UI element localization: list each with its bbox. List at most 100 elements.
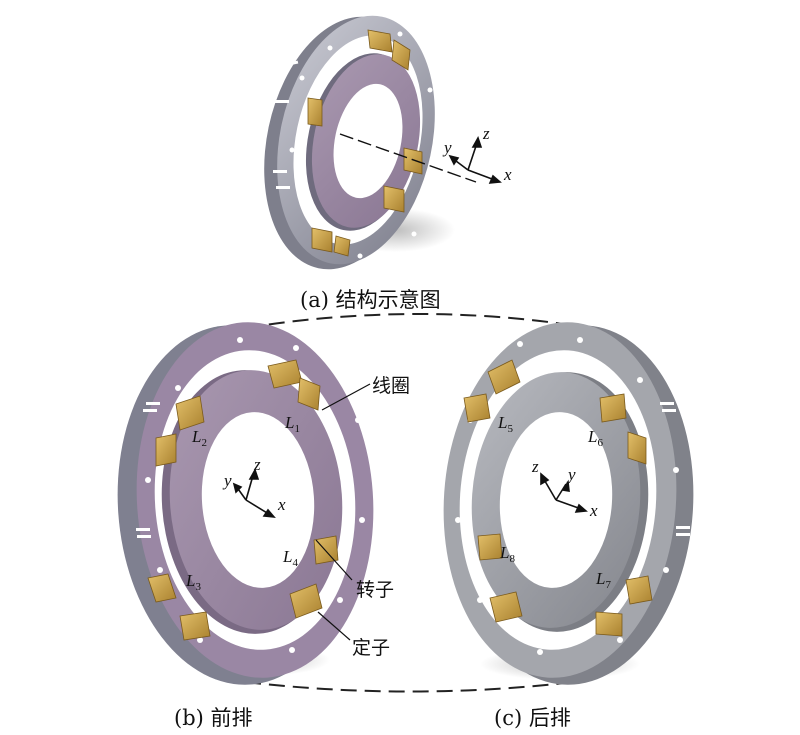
bolt-hole — [455, 517, 461, 523]
front-notch — [136, 528, 150, 531]
coil-label-letter: L — [587, 427, 597, 446]
coil-annotation: 线圈 — [372, 375, 410, 397]
bolt-hole — [197, 637, 203, 643]
rotor-annotation: 转子 — [356, 579, 394, 601]
connector-bottom-dashed — [244, 679, 591, 693]
assembly-coordinate-frame — [448, 136, 502, 184]
assembly-coil — [367, 29, 393, 53]
bolt-hole — [157, 567, 163, 573]
coil-label-L5: L5 — [497, 413, 513, 435]
coil-label-subscript: 8 — [509, 553, 515, 565]
coil-label-letter: L — [595, 569, 605, 588]
front-coordinate-frame — [232, 468, 276, 518]
assembly-coil — [311, 227, 333, 253]
back-notch — [676, 526, 690, 529]
bolt-hole — [237, 337, 243, 343]
coil-label-L2: L2 — [191, 427, 207, 449]
bolt-hole — [517, 341, 523, 347]
bolt-hole — [293, 345, 299, 351]
coil-label-L6: L6 — [587, 427, 603, 449]
bolt-hole — [577, 337, 583, 343]
back-notch — [662, 409, 676, 412]
back-notch — [660, 402, 674, 405]
coil-leader — [321, 383, 371, 411]
bolt-hole — [355, 417, 361, 423]
bolt-hole — [663, 567, 669, 573]
coil-label-subscript: 3 — [195, 581, 201, 593]
front-coil — [155, 433, 177, 467]
assembly-coil — [403, 147, 423, 175]
coil-label-L3: L3 — [185, 571, 201, 593]
assembly-coil — [333, 235, 351, 257]
front-x-label: x — [277, 495, 286, 514]
y-arrowhead — [232, 482, 243, 494]
front-z-label: z — [253, 455, 261, 474]
assembly-coil — [307, 97, 323, 127]
front-coil — [147, 573, 177, 603]
front-notch — [146, 402, 160, 405]
coil-label-subscript: 2 — [201, 437, 207, 449]
assembly-notch — [276, 186, 290, 189]
coil-label-letter: L — [185, 571, 195, 590]
caption-b: (b) 前排 — [174, 706, 253, 730]
coil-label-letter: L — [497, 413, 507, 432]
bolt-hole — [145, 477, 151, 483]
back-coil — [487, 359, 521, 395]
coil-label-letter: L — [284, 413, 294, 432]
stator-annotation: 定子 — [352, 637, 390, 659]
bolt-hole — [327, 45, 333, 51]
bolt-hole — [359, 517, 365, 523]
assembly-coil — [391, 39, 411, 71]
bolt-hole — [617, 637, 623, 643]
caption-a: (a) 结构示意图 — [300, 288, 441, 312]
connector-top-dashed — [244, 313, 591, 329]
back-coils — [463, 359, 653, 637]
assembly-notch — [273, 170, 287, 173]
coil-label-L8: L8 — [499, 543, 515, 565]
bolt-hole — [397, 31, 403, 37]
front-notch — [137, 535, 151, 538]
back-coil — [599, 393, 627, 423]
front-coil — [179, 611, 211, 641]
back-notch — [676, 533, 690, 536]
caption-c: (c) 后排 — [494, 706, 571, 730]
structure-assembly: x z y — [264, 15, 512, 270]
z-arrowhead — [540, 472, 550, 486]
bolt-hole — [537, 649, 543, 655]
assembly-x-label: x — [503, 165, 512, 184]
coil-label-subscript: 7 — [605, 579, 611, 591]
assembly-coil — [383, 185, 405, 213]
back-z-label: z — [531, 457, 539, 476]
back-coil — [477, 533, 503, 561]
front-coils — [147, 359, 339, 641]
back-row-assembly: x z y L5 L6 L7 L8 — [443, 322, 694, 685]
y-arrowhead — [561, 479, 570, 492]
front-leader-lines — [315, 383, 371, 641]
back-coordinate-frame — [540, 472, 588, 513]
assembly-coils — [307, 29, 423, 257]
bolt-hole — [289, 647, 295, 653]
back-coil — [595, 611, 623, 637]
y-arrowhead — [448, 154, 460, 166]
front-notch — [143, 409, 157, 412]
back-y-label: y — [566, 465, 576, 484]
bolt-hole — [477, 597, 483, 603]
front-y-label: y — [222, 471, 232, 490]
rotor-leader — [315, 539, 353, 581]
coil-label-subscript: 5 — [507, 423, 513, 435]
assembly-z-label: z — [482, 124, 490, 143]
back-coil — [463, 393, 491, 423]
front-row-assembly: x z y L1 L2 L3 L4 线圈 转子 定子 — [117, 322, 410, 685]
x-arrowhead — [262, 508, 276, 518]
front-coil — [289, 583, 323, 619]
bolt-hole — [289, 147, 295, 153]
coil-label-L4: L4 — [282, 547, 298, 569]
bolt-hole — [357, 253, 363, 259]
bolt-hole — [427, 87, 433, 93]
assembly-notch — [275, 100, 289, 103]
back-coil — [627, 431, 647, 465]
coil-label-letter: L — [191, 427, 201, 446]
front-bolt-holes — [145, 337, 365, 653]
bolt-hole — [673, 467, 679, 473]
